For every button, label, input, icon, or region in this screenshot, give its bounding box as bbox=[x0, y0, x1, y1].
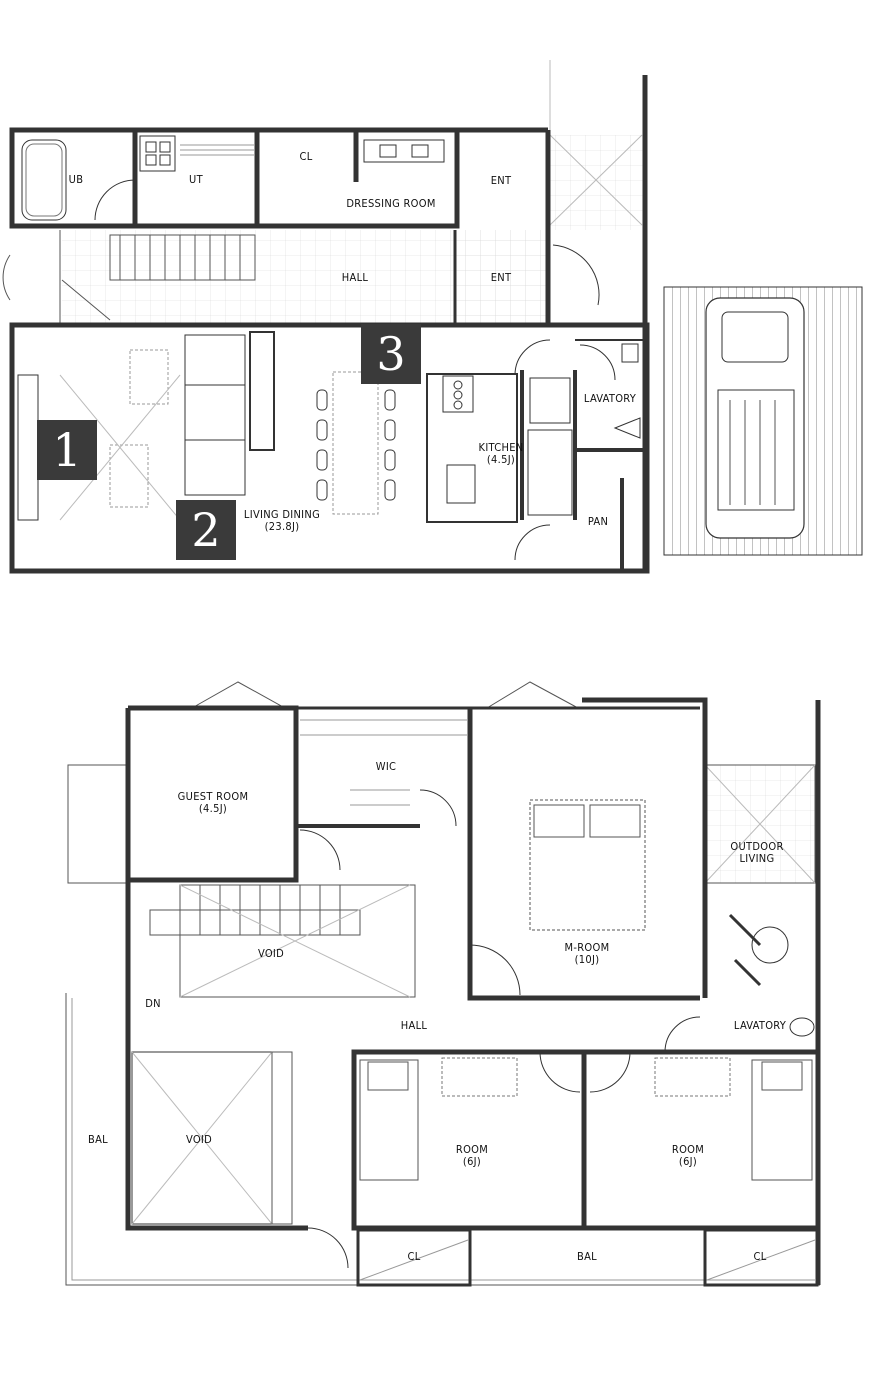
floor1-plan bbox=[2, 60, 863, 574]
wet-area-block bbox=[9, 127, 460, 229]
room-label-hall-2f: HALL bbox=[400, 1019, 428, 1032]
room-label-ent-top: ENT bbox=[490, 174, 512, 187]
room-label-lavatory: LAVATORY bbox=[583, 392, 637, 405]
entry-floor-grid bbox=[455, 230, 550, 325]
room2-walls bbox=[581, 1049, 821, 1231]
photo-marker-1: 1 bbox=[37, 420, 97, 480]
room-label-mroom: M-ROOM (10J) bbox=[565, 942, 610, 966]
room-label-ut: UT bbox=[189, 173, 203, 186]
room-label-ent-bottom: ENT bbox=[490, 271, 512, 284]
living-outer-walls bbox=[9, 322, 650, 574]
room-label-ub: UB bbox=[68, 173, 84, 186]
room-label-dressing: DRESSING ROOM bbox=[346, 197, 436, 210]
kitchen-size: (4.5J) bbox=[486, 453, 516, 466]
room-label-room1: ROOM (6J) bbox=[456, 1144, 488, 1168]
room-label-cl-right: CL bbox=[753, 1250, 767, 1263]
living-name: LIVING DINING bbox=[243, 508, 321, 521]
dining-chairs bbox=[316, 389, 396, 501]
stair-floor1 bbox=[59, 230, 256, 325]
photo-marker-3: 3 bbox=[361, 324, 421, 384]
room-label-living: LIVING DINING (23.8J) bbox=[244, 509, 320, 533]
room-label-lavatory-2f: LAVATORY bbox=[733, 1019, 787, 1032]
room-label-guest: GUEST ROOM (4.5J) bbox=[178, 791, 249, 815]
stair-floor2 bbox=[149, 884, 416, 998]
outdoor-name-2: LIVING bbox=[739, 852, 775, 865]
stair-label-dn: DN bbox=[145, 997, 161, 1010]
room-label-bal-bottom: BAL bbox=[577, 1250, 597, 1263]
room-label-outdoor-living: OUTDOOR LIVING bbox=[730, 841, 783, 865]
room-label-wic: WIC bbox=[375, 760, 397, 773]
mroom-name: M-ROOM bbox=[564, 941, 610, 954]
photo-marker-2: 2 bbox=[176, 500, 236, 560]
floor2-plan bbox=[65, 681, 821, 1287]
room-label-void-top: VOID bbox=[257, 947, 285, 960]
bathtub bbox=[21, 139, 67, 221]
car-outline bbox=[705, 297, 805, 539]
room1-name: ROOM bbox=[455, 1143, 489, 1156]
guest-size: (4.5J) bbox=[198, 802, 228, 815]
room2-size: (6J) bbox=[678, 1155, 698, 1168]
room-label-bal-left: BAL bbox=[88, 1133, 108, 1146]
sofa bbox=[184, 334, 246, 496]
outdoor-name: OUTDOOR bbox=[730, 840, 784, 853]
room-label-room2: ROOM (6J) bbox=[672, 1144, 704, 1168]
room-label-kitchen: KITCHEN (4.5J) bbox=[479, 442, 524, 466]
living-size: (23.8J) bbox=[264, 520, 300, 533]
room1-size: (6J) bbox=[462, 1155, 482, 1168]
carport bbox=[663, 286, 863, 556]
room-label-hall: HALL bbox=[341, 271, 369, 284]
master-bed bbox=[529, 799, 646, 931]
kitchen-island bbox=[426, 373, 518, 523]
guest-name: GUEST ROOM bbox=[177, 790, 249, 803]
room-label-cl-left: CL bbox=[407, 1250, 421, 1263]
mroom-size: (10J) bbox=[574, 953, 600, 966]
room-label-cl: CL bbox=[299, 150, 313, 163]
kitchen-name: KITCHEN bbox=[478, 441, 524, 454]
room2-name: ROOM bbox=[671, 1143, 705, 1156]
room-label-void-bottom: VOID bbox=[185, 1133, 213, 1146]
room-label-pan: PAN bbox=[587, 515, 609, 528]
dining-table bbox=[332, 371, 379, 515]
